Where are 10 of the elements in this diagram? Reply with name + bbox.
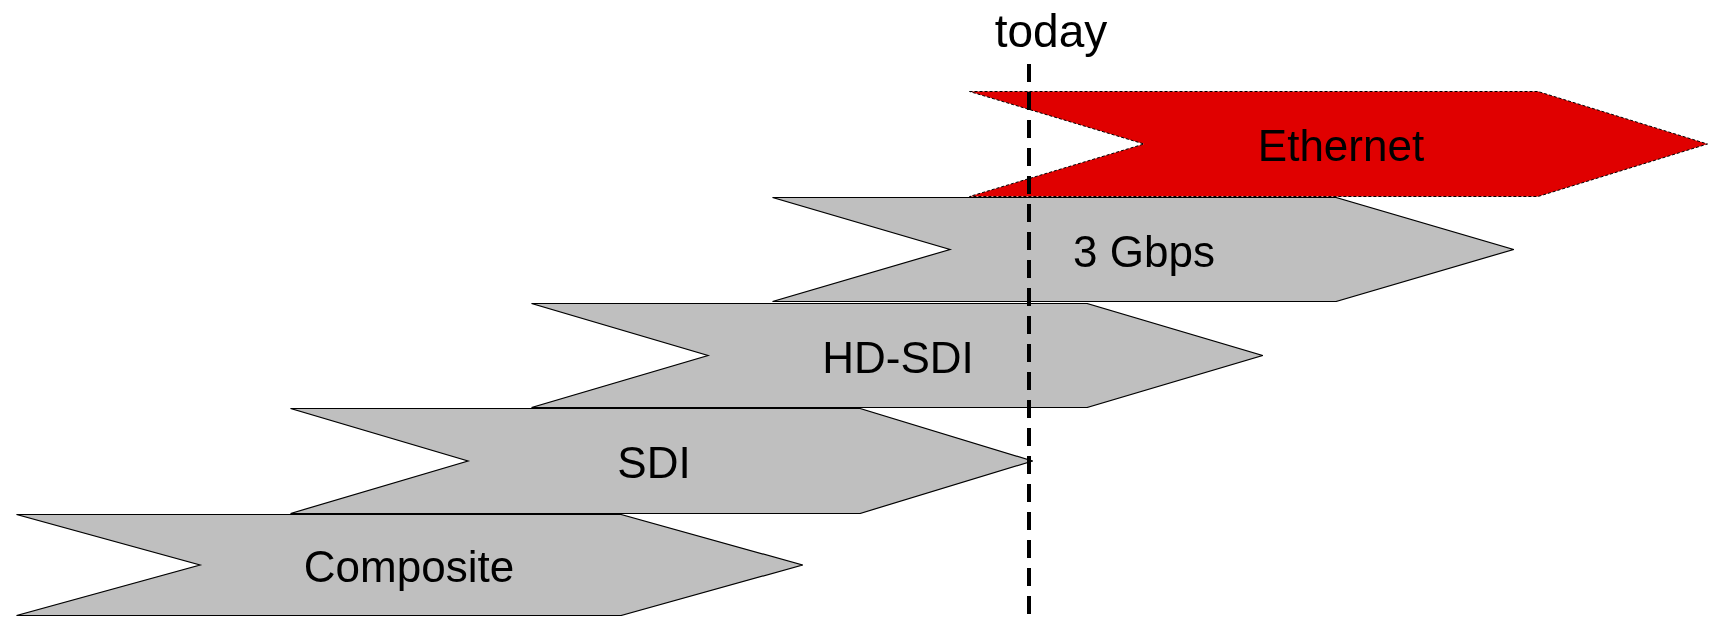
chevron-label: SDI [617,441,691,485]
chevron-shape [290,408,1033,514]
chevron-label: Composite [303,545,515,589]
chevron-shape [16,514,803,616]
chevron-shape [969,91,1708,197]
chevron-label: 3 Gbps [1073,229,1215,274]
chevron-shape [772,197,1514,302]
chevron-shape [531,303,1263,408]
chevron-label: HD-SDI [822,335,974,380]
chevron-label: Ethernet [1257,124,1425,168]
